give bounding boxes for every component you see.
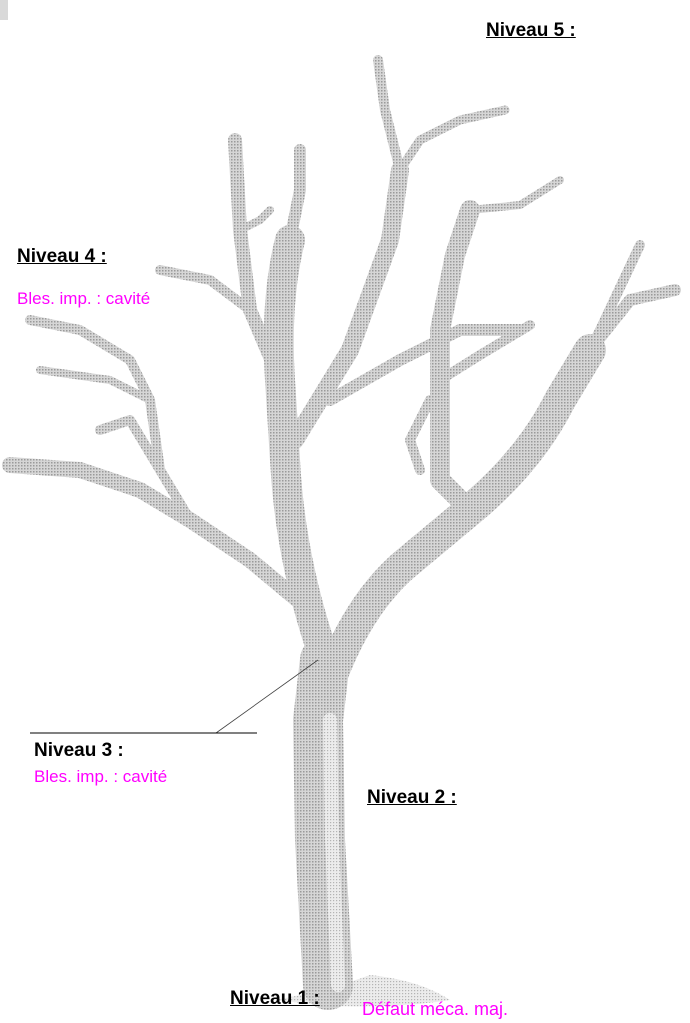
level3-note: Bles. imp. : cavité bbox=[34, 767, 168, 786]
level1-note: Défaut méca. maj. bbox=[362, 999, 509, 1019]
tree-trunk bbox=[293, 635, 353, 1010]
level2-label: Niveau 2 : bbox=[367, 787, 457, 808]
level1-label: Niveau 1 : bbox=[230, 988, 320, 1009]
level3-leader-line bbox=[215, 659, 319, 734]
tree-branches bbox=[2, 55, 681, 696]
level4-label: Niveau 4 : bbox=[17, 246, 107, 267]
level5-label: Niveau 5 : bbox=[486, 20, 576, 41]
level4-note: Bles. imp. : cavité bbox=[17, 289, 151, 308]
level3-label: Niveau 3 : bbox=[34, 740, 124, 761]
corner-marker bbox=[0, 0, 8, 20]
